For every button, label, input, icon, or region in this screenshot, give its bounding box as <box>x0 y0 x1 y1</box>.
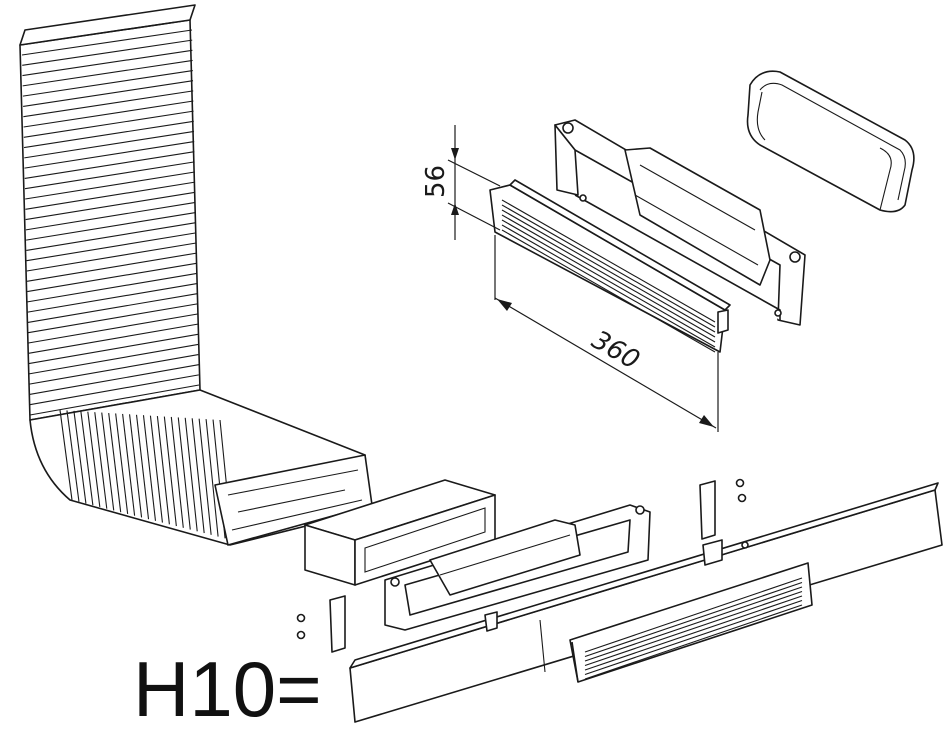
duct-rib <box>26 242 197 272</box>
duct-rib <box>59 409 73 501</box>
duct-rib <box>28 323 198 354</box>
duct-rib <box>156 416 170 525</box>
mounting-bracket-icon <box>329 480 723 653</box>
duct-rib <box>24 161 195 190</box>
grille-louvre <box>584 590 803 667</box>
grille-louvre <box>584 577 803 653</box>
rectangular-duct-section-icon <box>304 479 496 586</box>
duct-rib <box>25 191 196 221</box>
duct-rib <box>26 232 197 262</box>
duct-rib <box>27 272 197 303</box>
duct-rib <box>163 416 177 527</box>
duct-rib <box>27 262 197 293</box>
duct-rib <box>135 414 150 520</box>
duct-rib <box>29 384 200 416</box>
duct-rib <box>129 414 143 518</box>
grille-louvre <box>501 199 716 323</box>
grille-louvre <box>584 595 803 671</box>
duct-rib <box>28 333 199 365</box>
duct-rib <box>177 417 191 530</box>
duct-rib <box>23 80 194 107</box>
grille-louvre <box>584 599 803 676</box>
wall-sleeve-frame-icon <box>554 119 806 326</box>
grille-louvre <box>584 604 803 680</box>
screw-icon <box>296 478 749 640</box>
duct-rib <box>22 59 193 87</box>
duct-rib <box>191 418 205 534</box>
duct-rib <box>94 412 108 509</box>
grille-louvre <box>501 209 716 333</box>
duct-rib <box>28 303 198 334</box>
grille-louvre <box>584 586 803 662</box>
duct-rib <box>22 39 193 66</box>
height-label: 56 <box>421 165 451 198</box>
duct-rib <box>101 412 115 511</box>
duct-rib <box>29 354 199 385</box>
grille-louvre <box>584 581 803 658</box>
duct-rib <box>205 419 219 537</box>
duct-rib <box>28 313 198 344</box>
duct-rib <box>80 411 94 506</box>
duct-connector-ring-icon <box>746 70 915 213</box>
duct-rib <box>184 417 198 532</box>
duct-rib <box>24 151 195 179</box>
duct-rib <box>24 130 195 159</box>
grille-louvre <box>501 224 716 348</box>
duct-rib <box>25 171 195 200</box>
duct-rib <box>26 252 197 282</box>
grille-louvre <box>501 229 716 353</box>
flexible-duct-elbow-icon <box>19 4 373 546</box>
duct-rib <box>87 411 101 508</box>
duct-rib <box>23 110 194 138</box>
duct-rib <box>25 181 196 210</box>
louvred-grille-icon <box>489 179 731 353</box>
wall-sleeve-frame-lower-icon <box>384 504 651 631</box>
duct-rib <box>28 343 199 375</box>
grille-louvre <box>501 219 716 343</box>
duct-rib <box>24 141 195 169</box>
duct-rib <box>23 120 194 149</box>
duct-rib <box>73 410 87 504</box>
duct-rib <box>29 364 199 395</box>
duct-rib <box>23 100 194 128</box>
duct-rib <box>170 416 184 528</box>
duct-rib <box>22 49 193 77</box>
louvred-grille-lower-icon <box>569 562 813 683</box>
height-dimension: 56 <box>421 125 501 240</box>
duct-rib <box>27 293 198 323</box>
duct-rib <box>21 29 193 56</box>
duct-rib <box>149 415 163 523</box>
duct-rib <box>142 415 157 521</box>
duct-rib <box>26 222 196 251</box>
grille-louvre <box>501 204 716 328</box>
model-code-label: H10= <box>133 645 322 729</box>
grille-louvre <box>501 214 716 338</box>
duct-rib <box>26 212 196 241</box>
duct-rib <box>66 410 80 502</box>
duct-rib <box>29 374 199 406</box>
duct-rib <box>115 413 129 514</box>
duct-rib <box>198 418 212 535</box>
duct-rib <box>108 412 122 513</box>
duct-rib <box>23 90 194 118</box>
duct-rib <box>27 283 198 313</box>
duct-rib <box>25 201 196 231</box>
duct-rib <box>22 70 193 97</box>
duct-rib <box>122 413 136 516</box>
